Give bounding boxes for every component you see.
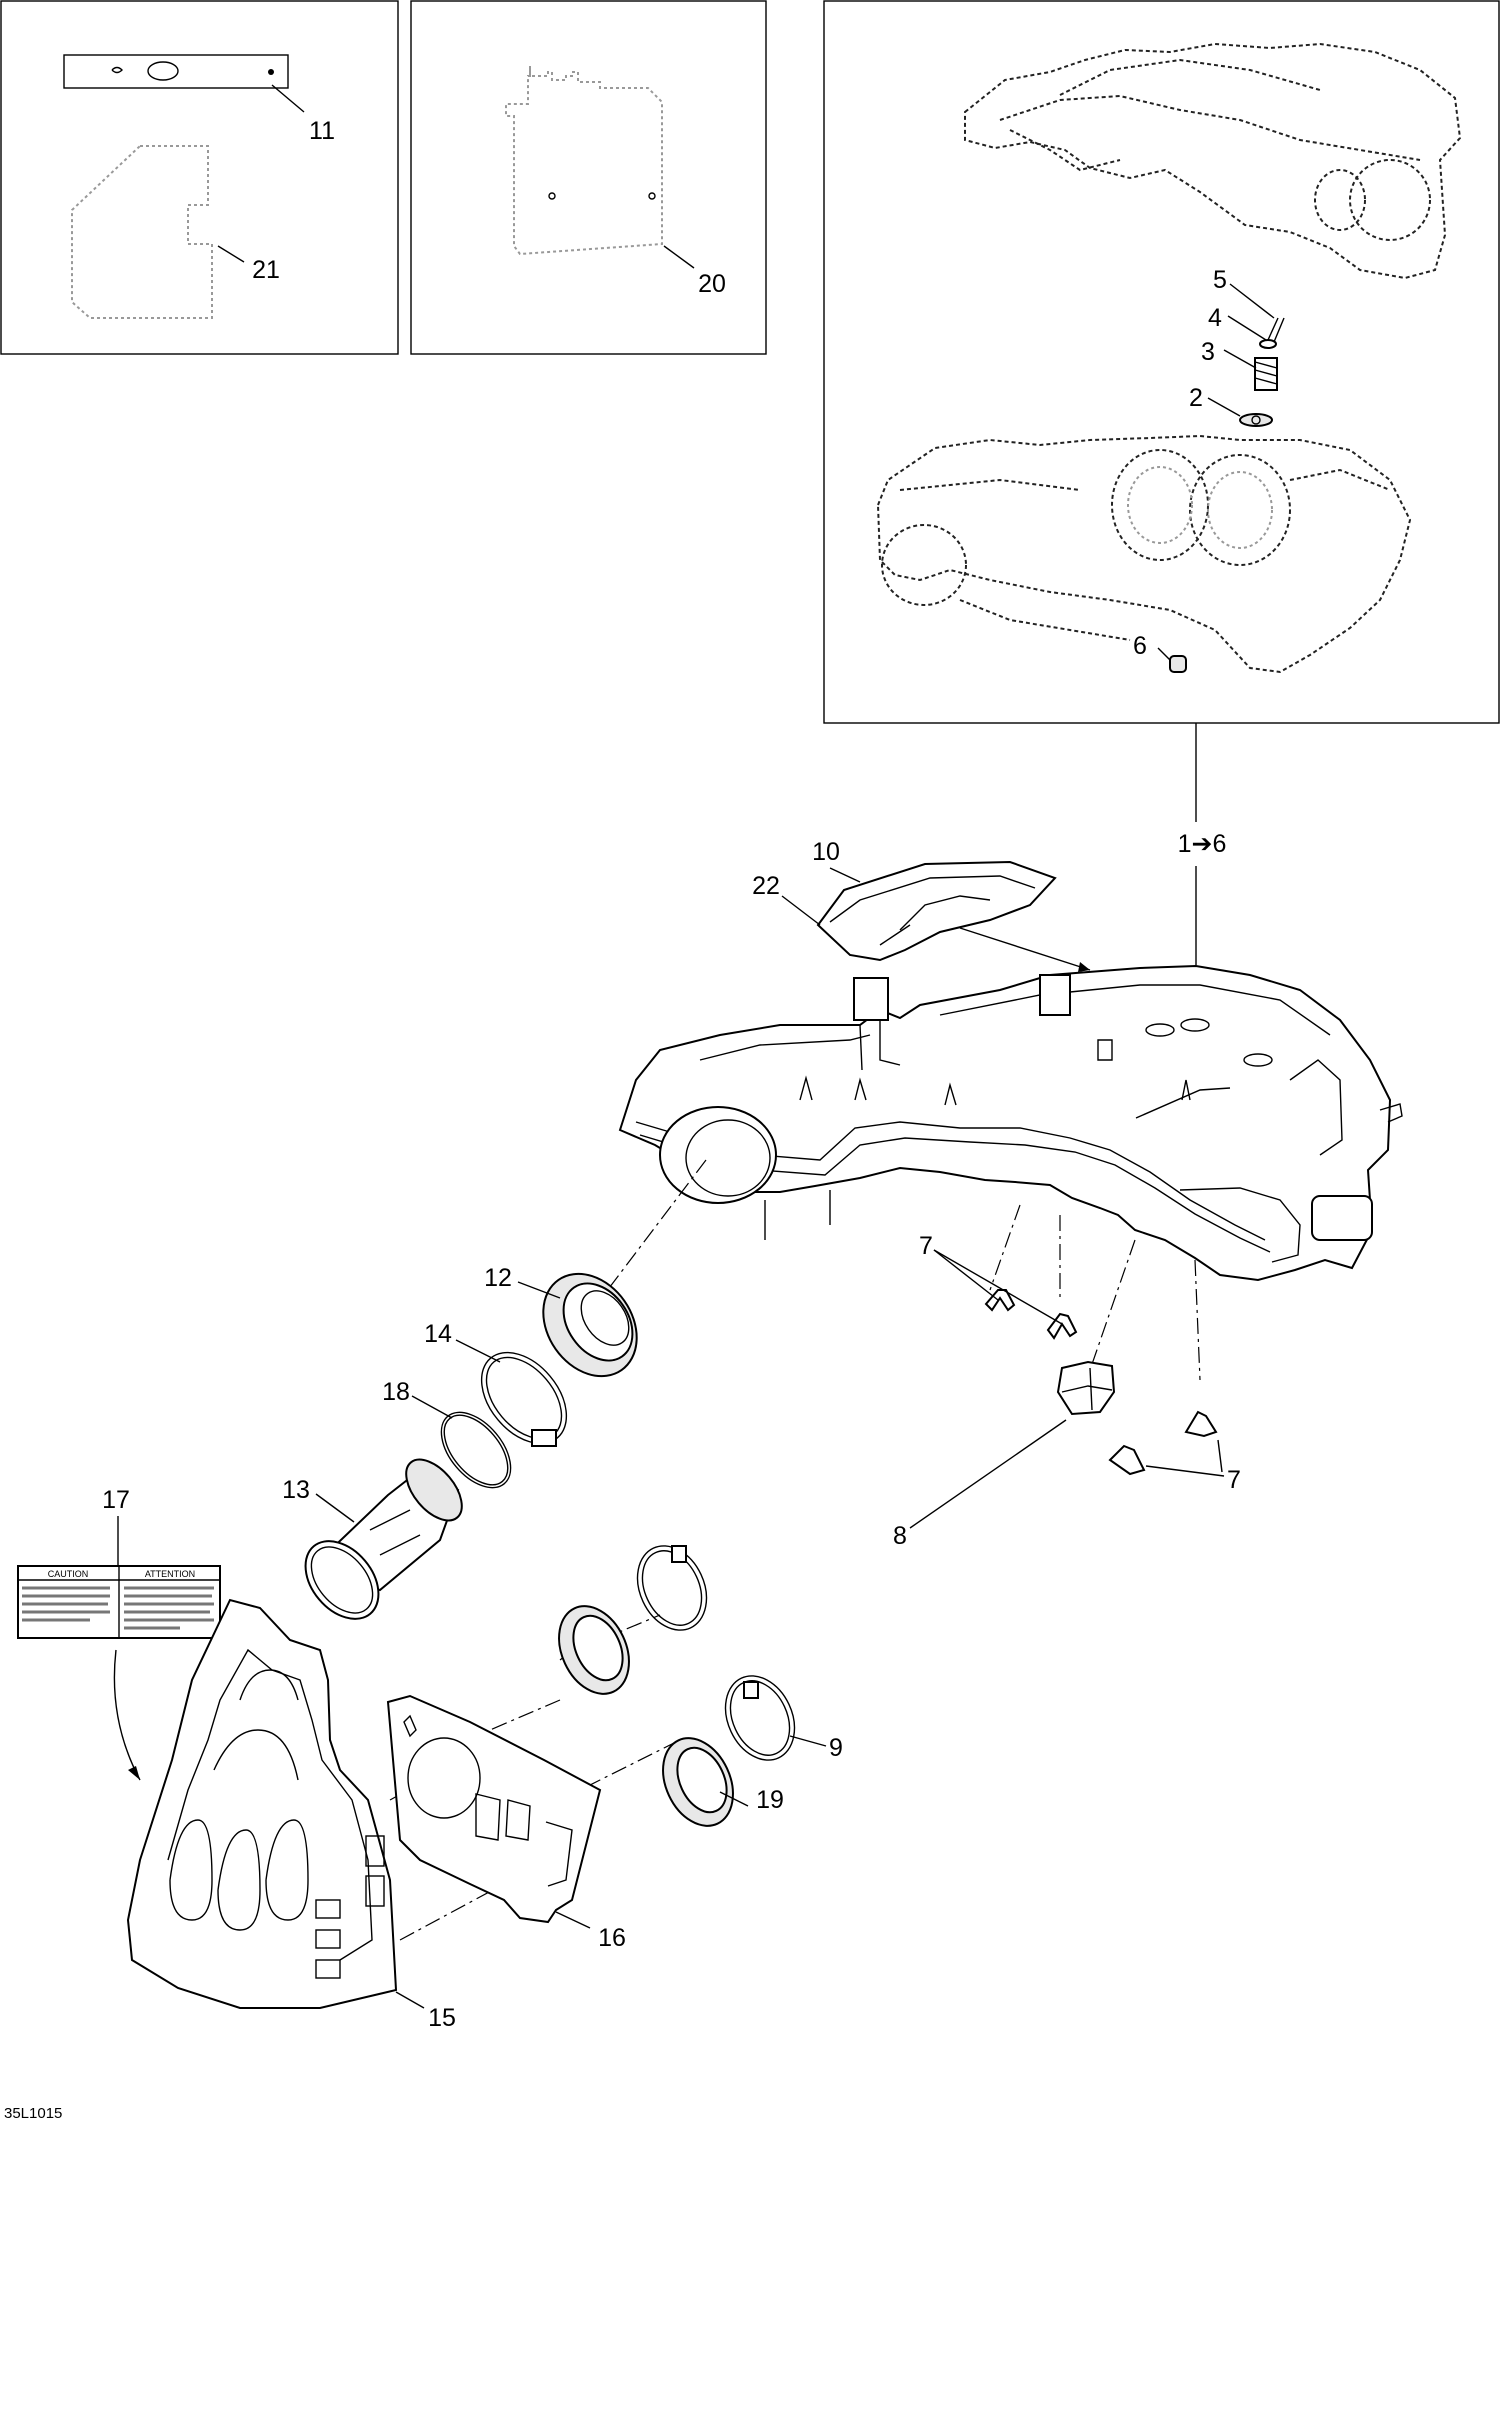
- part-14-clamp: [480, 1351, 568, 1447]
- airbox-base-dashed: [876, 434, 1412, 674]
- part-13-intake-tube: [304, 1458, 463, 1620]
- label-caution-heading: CAUTION: [48, 1569, 89, 1579]
- callout-5: 5: [1213, 266, 1227, 294]
- callout-14: 14: [424, 1320, 452, 1348]
- part-10-duct-cover: [816, 860, 1057, 962]
- part-7-clip-b: [1046, 1312, 1078, 1340]
- drawing-reference-number: 35L1015: [4, 2105, 62, 2122]
- callout-8: 8: [893, 1522, 907, 1550]
- callout-18: 18: [382, 1378, 410, 1406]
- part-7-clip-a: [984, 1289, 1016, 1312]
- parts-2-5-fastener-stack: [1239, 317, 1285, 427]
- part-16-baffle-plate: [386, 1694, 602, 1924]
- part-19-coupler-lower: [662, 1737, 734, 1827]
- part-15-silencer-housing: [126, 1598, 398, 2009]
- callout-13: 13: [282, 1476, 310, 1504]
- inset-box-11-21: [0, 0, 399, 355]
- callout-22: 22: [752, 872, 780, 900]
- label-attention-heading: ATTENTION: [145, 1569, 195, 1579]
- part-21-foam-pad: [71, 145, 213, 319]
- callout-21: 21: [252, 256, 280, 284]
- callout-7-lower: 7: [1227, 1466, 1241, 1494]
- callout-10: 10: [812, 838, 840, 866]
- part-19-coupler-upper: [558, 1605, 630, 1695]
- callout-7-upper: 7: [919, 1232, 933, 1260]
- callout-6: 6: [1133, 632, 1147, 660]
- inset-box-20: [410, 0, 767, 355]
- part-8-grommet: [1056, 1360, 1116, 1416]
- callout-20: 20: [698, 270, 726, 298]
- part-9-clamp-lower: [724, 1675, 796, 1761]
- part-12-intake-ring: [542, 1272, 638, 1378]
- part-20-foam-pad: [505, 66, 663, 256]
- callout-15: 15: [428, 2004, 456, 2032]
- callout-19: 19: [756, 1786, 784, 1814]
- part-6-grommet: [1169, 655, 1187, 673]
- callout-17: 17: [102, 1486, 130, 1514]
- part-11-gasket-strip: [63, 54, 289, 89]
- part-17-caution-label: CAUTION ATTENTION: [17, 1565, 221, 1639]
- airbox-cover-dashed: [964, 42, 1462, 280]
- callout-2: 2: [1189, 384, 1203, 412]
- callout-1-to-6: 1➔6: [1178, 830, 1227, 858]
- airbox-main-body: [618, 964, 1403, 1282]
- callout-9: 9: [829, 1734, 843, 1762]
- part-7-clip-c: [1184, 1410, 1218, 1438]
- callout-4: 4: [1208, 304, 1222, 332]
- callout-12: 12: [484, 1264, 512, 1292]
- part-7-clip-d: [1108, 1444, 1146, 1476]
- inset-box-1-6: [823, 0, 1500, 724]
- callout-11: 11: [309, 117, 335, 145]
- callout-16: 16: [598, 1924, 626, 1952]
- callout-3: 3: [1201, 338, 1215, 366]
- part-9-clamp-upper: [636, 1545, 708, 1631]
